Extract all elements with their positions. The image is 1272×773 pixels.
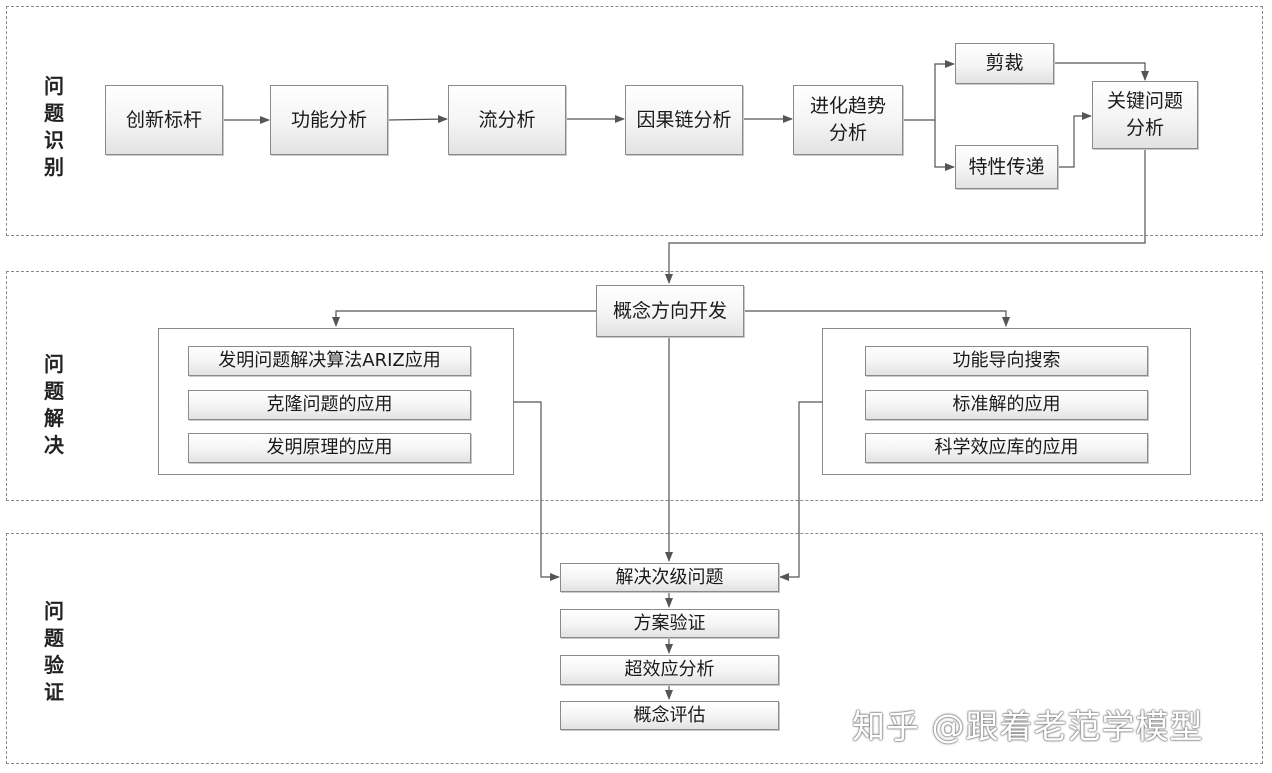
node-key-problem-analysis: 关键问题分析 <box>1092 81 1198 149</box>
watermark-text: 知乎 @跟着老范学模型 <box>852 707 1204 746</box>
node-evolution-trend-analysis: 进化趋势分析 <box>793 85 903 155</box>
stage-label-solve: 问题解决 <box>44 352 64 457</box>
panel-problem-identification <box>6 6 1263 236</box>
arrow-trimming-to-key <box>1054 62 1149 81</box>
arrow-concept-to-left-group <box>332 310 596 327</box>
arrow-trend-to-feature <box>934 120 955 171</box>
node-causal-chain-analysis: 因果链分析 <box>625 85 743 155</box>
arrow-trend-to-trimming <box>902 60 955 121</box>
node-ariz-application: 发明问题解决算法ARIZ应用 <box>188 346 471 376</box>
node-trimming: 剪裁 <box>955 43 1054 84</box>
node-flow-analysis: 流分析 <box>448 85 566 155</box>
node-effects-database-application: 科学效应库的应用 <box>865 433 1148 463</box>
node-feature-transfer: 特性传递 <box>955 145 1058 189</box>
node-inventive-principles-application: 发明原理的应用 <box>188 433 471 463</box>
arrow-concept-to-right-group <box>743 310 1010 327</box>
panel-problem-verification <box>6 533 1263 764</box>
node-innovation-benchmark: 创新标杆 <box>105 85 223 155</box>
node-clone-problem-application: 克隆问题的应用 <box>188 390 471 420</box>
node-function-analysis: 功能分析 <box>270 85 388 155</box>
arrow-key-to-concept <box>665 149 1146 284</box>
arrow-function-to-flow <box>387 115 448 124</box>
node-concept-evaluation: 概念评估 <box>560 701 779 730</box>
arrow-left-group-to-subproblem <box>514 401 560 581</box>
stage-label-verify: 问题验证 <box>44 599 64 704</box>
arrow-feature-to-key <box>1057 112 1092 168</box>
arrow-right-group-to-subproblem <box>779 401 822 581</box>
stage-label-identify: 问题识别 <box>44 74 64 179</box>
node-function-oriented-search: 功能导向搜索 <box>865 346 1148 376</box>
node-solution-validation: 方案验证 <box>560 609 779 638</box>
panel-problem-solving <box>6 271 1263 501</box>
node-standard-solutions-application: 标准解的应用 <box>865 390 1148 420</box>
node-solve-subproblems: 解决次级问题 <box>560 563 779 592</box>
node-super-effect-analysis: 超效应分析 <box>560 655 779 685</box>
node-concept-direction: 概念方向开发 <box>596 285 744 337</box>
